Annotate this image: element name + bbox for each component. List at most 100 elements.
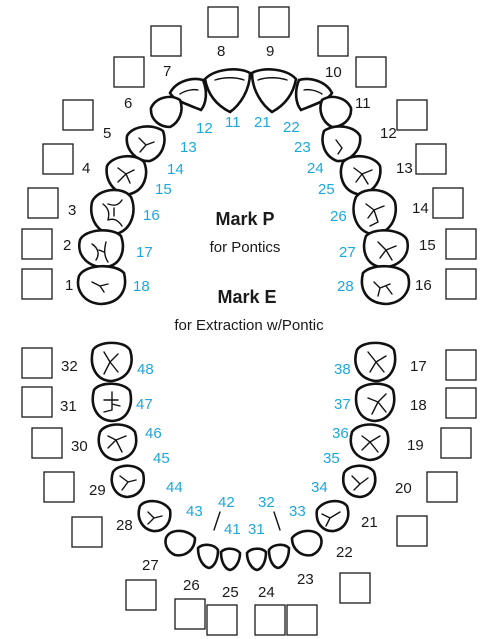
universal-number-19: 19 [407, 437, 424, 454]
tooth-15 [364, 230, 408, 267]
fdi-number-48: 48 [137, 361, 154, 378]
tooth-22 [292, 531, 322, 555]
fdi-number-37: 37 [334, 396, 351, 413]
tooth-25 [221, 549, 240, 570]
checkbox-tooth-3[interactable] [28, 188, 58, 218]
checkbox-tooth-15[interactable] [446, 229, 476, 259]
fdi-number-16: 16 [143, 207, 160, 224]
checkbox-tooth-2[interactable] [22, 229, 52, 259]
universal-number-5: 5 [103, 125, 111, 142]
universal-number-32: 32 [61, 358, 78, 375]
universal-number-25: 25 [222, 584, 239, 601]
fdi-number-31: 31 [248, 521, 265, 538]
tooth-32 [92, 343, 132, 381]
fdi-number-14: 14 [167, 161, 184, 178]
checkbox-tooth-31[interactable] [22, 387, 52, 417]
fdi-number-13: 13 [180, 139, 197, 156]
fdi-number-11: 11 [225, 114, 241, 131]
checkbox-tooth-24[interactable] [255, 605, 285, 635]
universal-number-15: 15 [419, 237, 436, 254]
universal-number-17: 17 [410, 358, 427, 375]
checkbox-tooth-19[interactable] [441, 428, 471, 458]
legend: Mark P for Pontics Mark E for Extraction… [174, 209, 324, 334]
universal-number-3: 3 [68, 202, 76, 219]
tooth-23 [269, 545, 289, 568]
fdi-number-28: 28 [337, 278, 354, 295]
universal-number-30: 30 [71, 438, 88, 455]
checkbox-tooth-4[interactable] [43, 144, 73, 174]
tooth-18 [356, 384, 394, 421]
universal-number-23: 23 [297, 571, 314, 588]
mark-p-subtitle: for Pontics [210, 239, 281, 256]
universal-number-6: 6 [124, 95, 132, 112]
fdi-number-44: 44 [166, 479, 183, 496]
mark-e-subtitle: for Extraction w/Pontic [174, 317, 324, 334]
checkbox-tooth-10[interactable] [318, 26, 348, 56]
tooth-9 [252, 69, 296, 112]
checkbox-tooth-30[interactable] [32, 428, 62, 458]
checkbox-tooth-7[interactable] [151, 26, 181, 56]
universal-number-14: 14 [412, 200, 429, 217]
checkbox-tooth-13[interactable] [416, 144, 446, 174]
checkbox-tooth-17[interactable] [446, 350, 476, 380]
checkbox-tooth-1[interactable] [22, 269, 52, 299]
universal-number-4: 4 [82, 160, 90, 177]
fdi-number-45: 45 [153, 450, 170, 467]
fdi-number-27: 27 [339, 244, 356, 261]
fdi-number-41: 41 [224, 521, 241, 538]
checkbox-tooth-32[interactable] [22, 348, 52, 378]
fdi-number-43: 43 [186, 503, 203, 520]
checkbox-tooth-27[interactable] [126, 580, 156, 610]
checkbox-tooth-5[interactable] [63, 100, 93, 130]
checkbox-tooth-11[interactable] [356, 57, 386, 87]
tooth-27 [165, 531, 195, 555]
checkbox-tooth-28[interactable] [72, 517, 102, 547]
fdi-number-22: 22 [283, 119, 300, 136]
checkbox-tooth-12[interactable] [397, 100, 427, 130]
fdi-number-32: 32 [258, 494, 275, 511]
checkbox-tooth-14[interactable] [433, 188, 463, 218]
universal-number-1: 1 [65, 277, 73, 294]
fdi-number-36: 36 [332, 425, 349, 442]
checkbox-tooth-8[interactable] [208, 7, 238, 37]
checkbox-tooth-18[interactable] [446, 388, 476, 418]
tooth-8 [205, 69, 250, 112]
checkbox-tooth-29[interactable] [44, 472, 74, 502]
tooth-11 [320, 97, 351, 127]
universal-number-21: 21 [361, 514, 378, 531]
fdi-number-33: 33 [289, 503, 306, 520]
checkbox-tooth-23[interactable] [287, 605, 317, 635]
fdi-number-18: 18 [133, 278, 150, 295]
checkbox-tooth-26[interactable] [175, 599, 205, 629]
fdi-number-26: 26 [330, 208, 347, 225]
fdi-number-23: 23 [294, 139, 311, 156]
universal-number-28: 28 [116, 517, 133, 534]
tooth-20 [343, 466, 375, 497]
fdi-number-24: 24 [307, 160, 324, 177]
checkbox-tooth-21[interactable] [397, 516, 427, 546]
fdi-number-12: 12 [196, 120, 213, 137]
universal-number-27: 27 [142, 557, 159, 574]
checkbox-tooth-16[interactable] [446, 269, 476, 299]
checkbox-tooth-9[interactable] [259, 7, 289, 37]
universal-number-22: 22 [336, 544, 353, 561]
checkbox-tooth-25[interactable] [207, 605, 237, 635]
mark-e-title: Mark E [217, 287, 276, 307]
universal-number-10: 10 [325, 64, 342, 81]
fdi-number-34: 34 [311, 479, 328, 496]
universal-number-31: 31 [60, 398, 77, 415]
checkbox-tooth-22[interactable] [340, 573, 370, 603]
fdi-number-47: 47 [136, 396, 153, 413]
checkbox-tooth-20[interactable] [427, 472, 457, 502]
fdi-number-38: 38 [334, 361, 351, 378]
fdi-number-42: 42 [218, 494, 235, 511]
universal-number-2: 2 [63, 237, 71, 254]
tooth-3 [91, 190, 133, 234]
universal-number-20: 20 [395, 480, 412, 497]
fdi-number-17: 17 [136, 244, 153, 261]
universal-number-29: 29 [89, 482, 106, 499]
universal-number-13: 13 [396, 160, 413, 177]
tooth-28 [139, 501, 171, 531]
checkbox-tooth-6[interactable] [114, 57, 144, 87]
